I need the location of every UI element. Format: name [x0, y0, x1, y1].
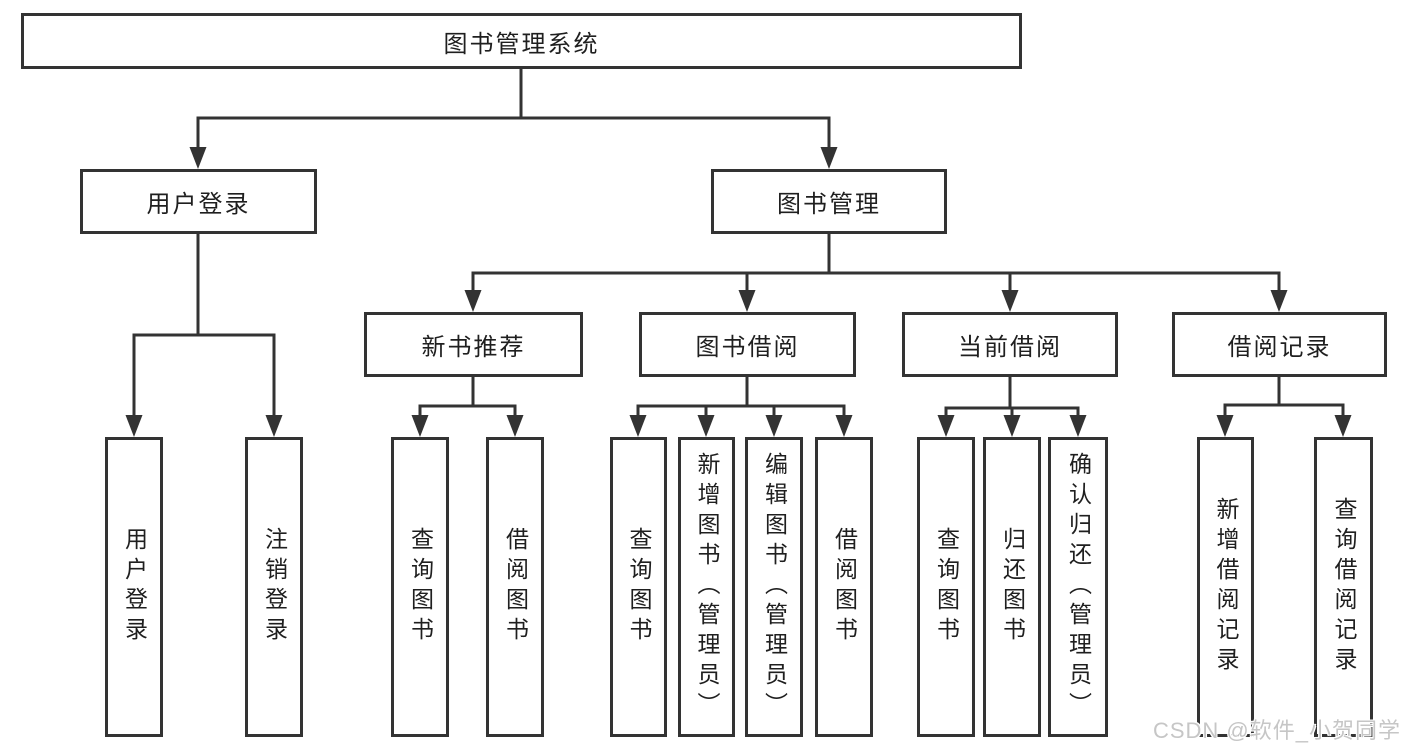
node-current-borrow-label: 当前借阅 — [958, 334, 1062, 361]
leaf-query-book-3: 查询图书 — [917, 437, 975, 737]
leaf-add-book-admin-label: 新增图书（管理员） — [694, 452, 720, 722]
arrow-down-icon — [189, 147, 207, 169]
arrow-down-icon — [738, 290, 756, 312]
leaf-logout: 注销登录 — [245, 437, 303, 737]
leaf-query-borrow-record: 查询借阅记录 — [1314, 437, 1373, 737]
node-book-management-label: 图书管理 — [777, 191, 881, 218]
arrow-down-icon — [1270, 290, 1288, 312]
connector-newbook-to-leaves — [418, 377, 517, 417]
leaf-add-book-admin: 新增图书（管理员） — [678, 437, 735, 737]
arrow-down-icon — [1216, 415, 1234, 437]
arrow-down-icon — [835, 415, 853, 437]
connector-userlogin-to-leaves — [132, 234, 276, 417]
node-new-book-recommend: 新书推荐 — [364, 312, 583, 377]
leaf-user-login-label: 用户登录 — [121, 527, 148, 647]
leaf-return-book-label: 归还图书 — [999, 527, 1026, 647]
leaf-confirm-return-admin-label: 确认归还（管理员） — [1065, 452, 1092, 722]
connector-borrow-to-leaves — [636, 377, 846, 417]
arrow-down-icon — [464, 290, 482, 312]
leaf-edit-book-admin: 编辑图书（管理员） — [745, 437, 803, 737]
arrow-down-icon — [506, 415, 524, 437]
leaf-query-book-1-label: 查询图书 — [407, 527, 434, 647]
leaf-query-book-2-label: 查询图书 — [626, 527, 652, 647]
node-user-login: 用户登录 — [80, 169, 317, 234]
connector-current-to-leaves — [944, 377, 1080, 417]
node-book-management: 图书管理 — [711, 169, 947, 234]
arrow-down-icon — [629, 415, 647, 437]
leaf-query-borrow-record-label: 查询借阅记录 — [1331, 497, 1357, 677]
leaf-borrow-book-1: 借阅图书 — [486, 437, 544, 737]
arrow-down-icon — [820, 147, 838, 169]
leaf-confirm-return-admin: 确认归还（管理员） — [1048, 437, 1108, 737]
arrow-down-icon — [1334, 415, 1352, 437]
node-root-label: 图书管理系统 — [443, 30, 600, 58]
node-new-book-recommend-label: 新书推荐 — [421, 334, 526, 361]
arrow-down-icon — [1069, 415, 1087, 437]
leaf-borrow-book-2-label: 借阅图书 — [831, 527, 858, 647]
node-user-login-label: 用户登录 — [146, 191, 251, 218]
leaf-add-borrow-record-label: 新增借阅记录 — [1213, 497, 1239, 677]
node-borrow-record-label: 借阅记录 — [1227, 334, 1332, 361]
arrow-down-icon — [1003, 415, 1021, 437]
arrow-down-icon — [697, 415, 715, 437]
leaf-query-book-1: 查询图书 — [391, 437, 449, 737]
leaf-query-book-2: 查询图书 — [610, 437, 667, 737]
leaf-return-book: 归还图书 — [983, 437, 1041, 737]
node-current-borrow: 当前借阅 — [902, 312, 1118, 377]
leaf-borrow-book-2: 借阅图书 — [815, 437, 873, 737]
arrow-down-icon — [1001, 290, 1019, 312]
node-book-borrow: 图书借阅 — [639, 312, 856, 377]
leaf-edit-book-admin-label: 编辑图书（管理员） — [761, 452, 788, 722]
leaf-borrow-book-1-label: 借阅图书 — [502, 527, 529, 647]
arrow-down-icon — [265, 415, 283, 437]
leaf-add-borrow-record: 新增借阅记录 — [1197, 437, 1254, 737]
arrow-down-icon — [411, 415, 429, 437]
node-book-borrow-label: 图书借阅 — [695, 334, 800, 361]
node-root: 图书管理系统 — [21, 13, 1022, 69]
arrow-down-icon — [125, 415, 143, 437]
connector-record-to-leaves — [1223, 377, 1345, 417]
connector-root-to-level2 — [196, 69, 831, 150]
leaf-user-login: 用户登录 — [105, 437, 163, 737]
leaf-logout-label: 注销登录 — [261, 527, 288, 647]
arrow-down-icon — [765, 415, 783, 437]
node-borrow-record: 借阅记录 — [1172, 312, 1387, 377]
arrow-down-icon — [937, 415, 955, 437]
leaf-query-book-3-label: 查询图书 — [933, 527, 960, 647]
connector-bookmgmt-to-level3 — [471, 234, 1281, 292]
